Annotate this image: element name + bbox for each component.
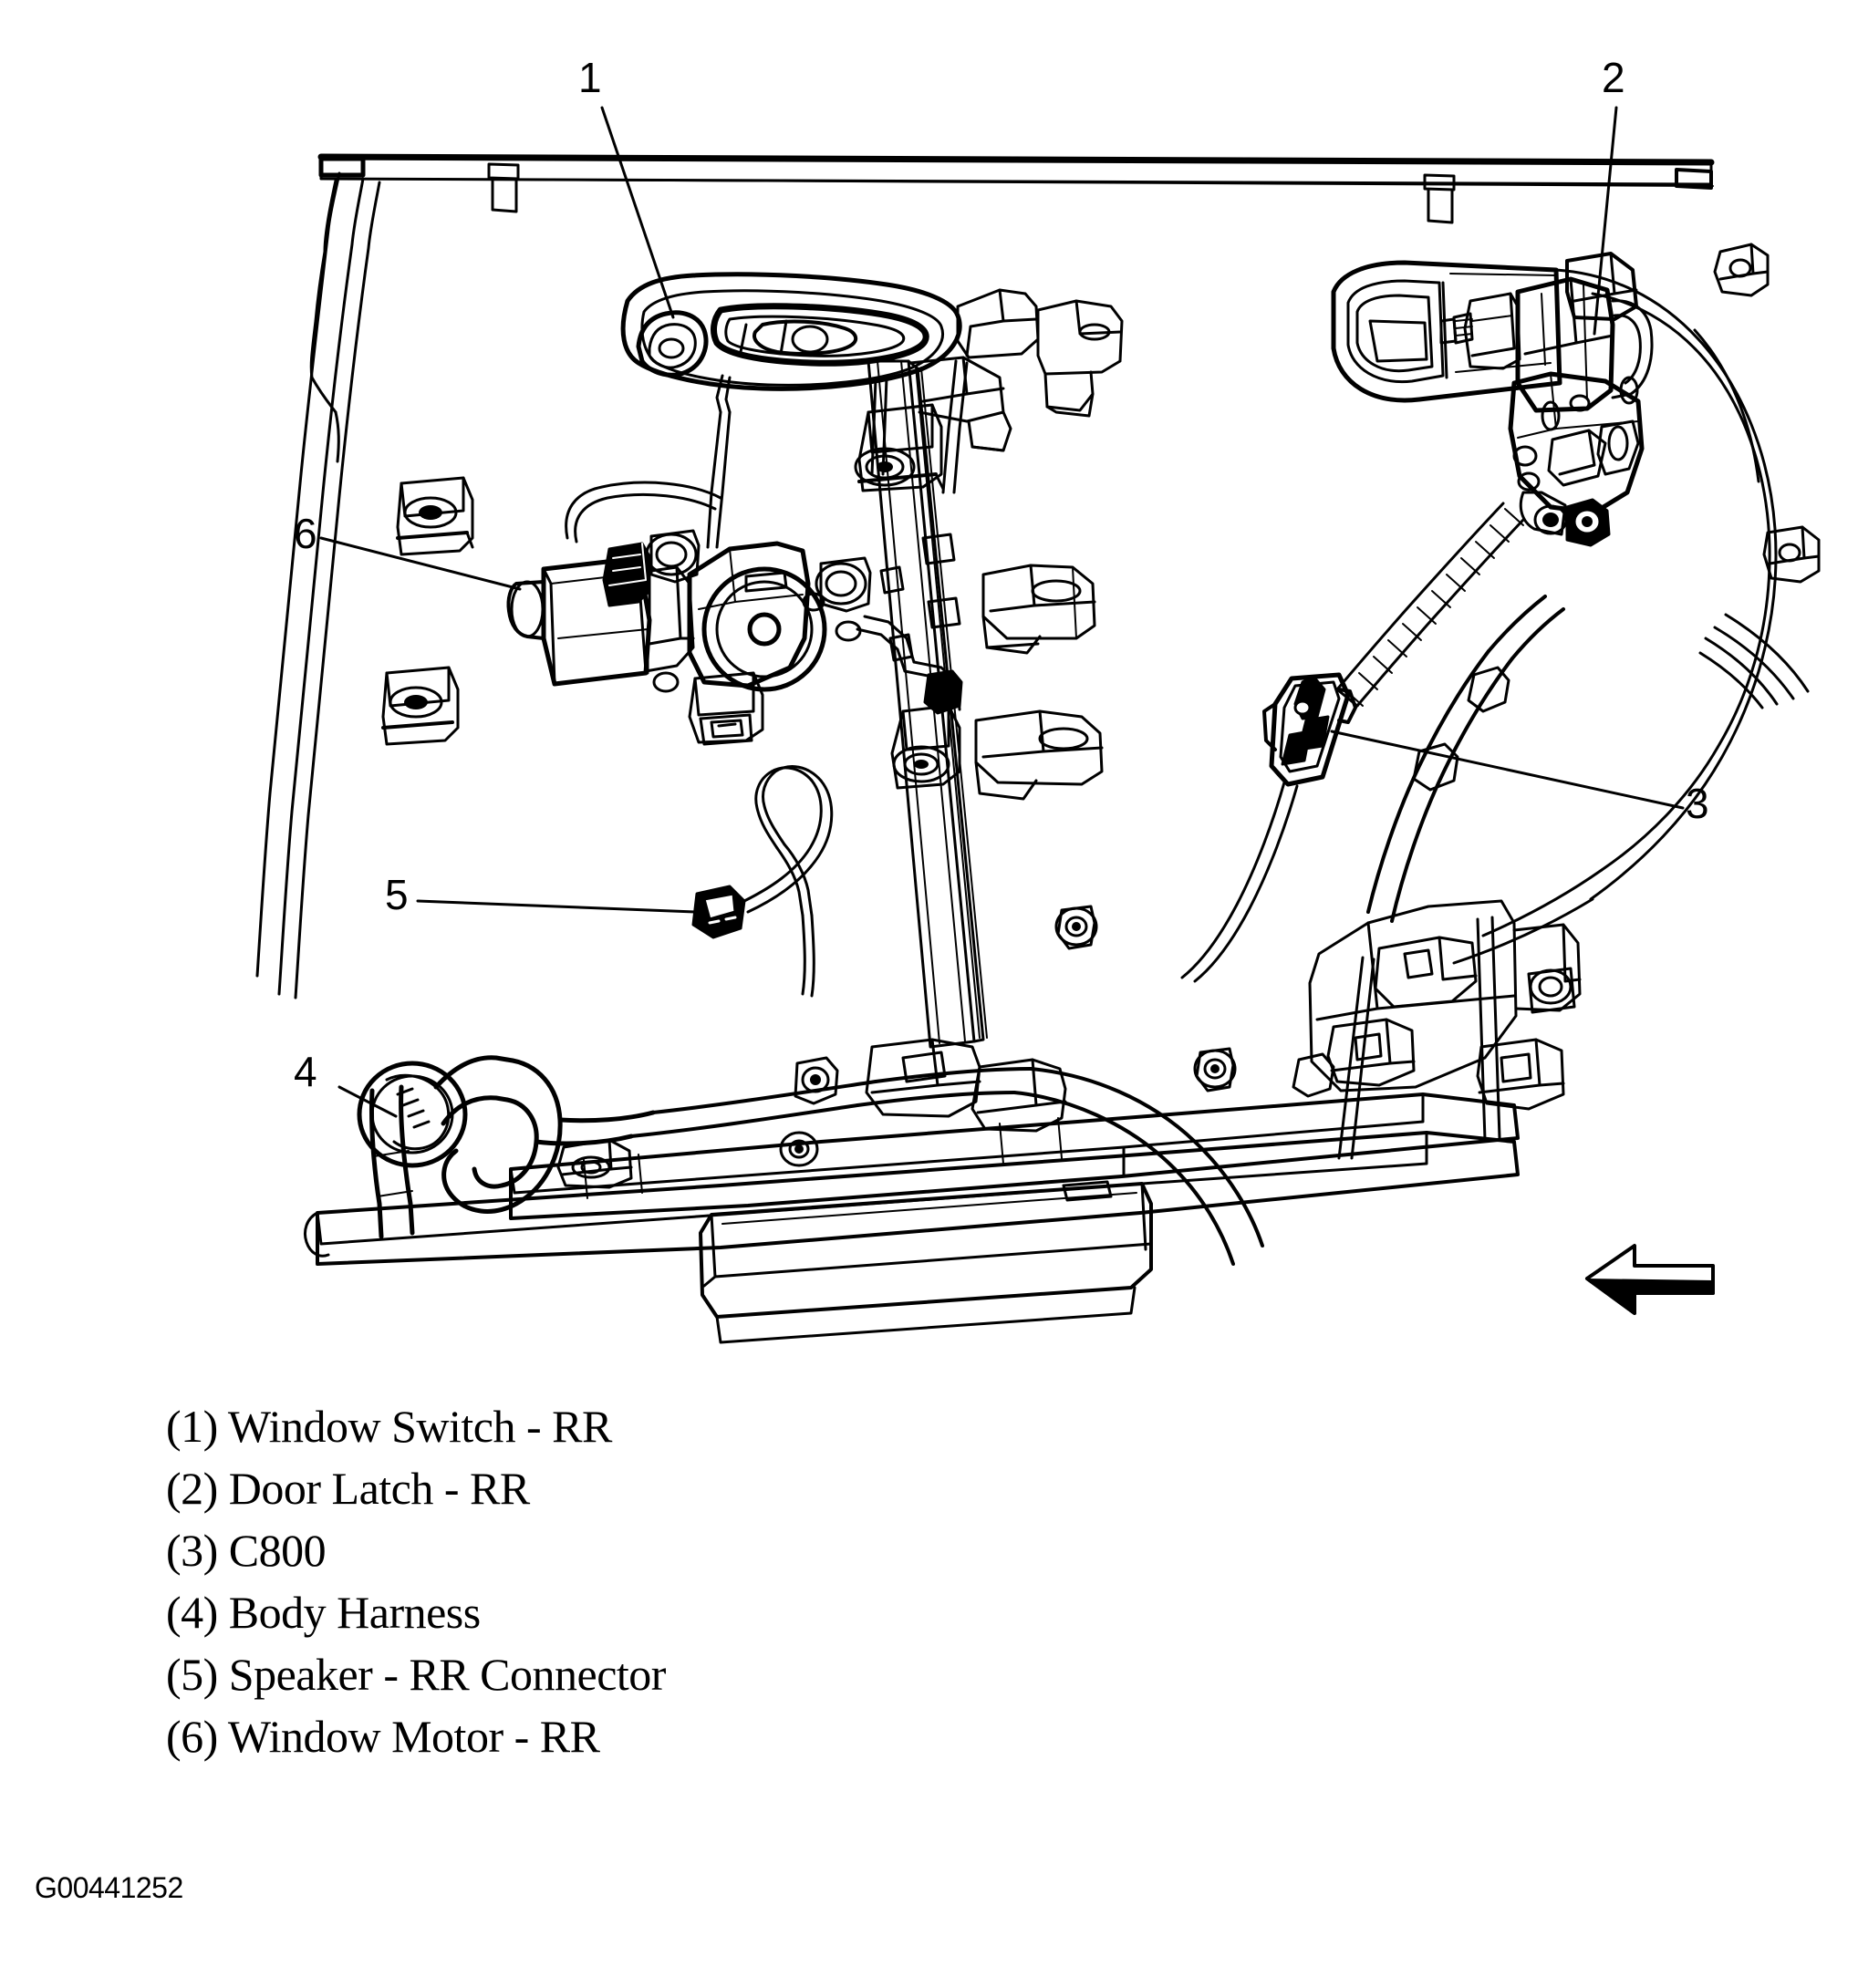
door-assembly-illustration (255, 106, 1821, 1344)
callout-number-3: 3 (1686, 780, 1709, 827)
leader-1 (600, 106, 675, 319)
panel-fasteners (779, 905, 1237, 1167)
legend-item-6: (6) Window Motor - RR (166, 1711, 600, 1762)
legend-item-3: (3) C800 (166, 1525, 327, 1576)
speaker-connector (691, 765, 834, 998)
callout-number-5: 5 (385, 871, 409, 918)
figure-id-code: G00441252 (35, 1871, 183, 1904)
frame-bracket-upper (396, 476, 474, 556)
callout-number-1: 1 (578, 54, 602, 101)
leader-2 (1593, 106, 1618, 336)
legend-item-2: (2) Door Latch - RR (166, 1463, 530, 1514)
callout-leader-lines (319, 106, 1685, 1118)
door-latch-assembly (1331, 252, 1654, 547)
callout-number-2: 2 (1602, 54, 1625, 101)
frame-bracket-lower (381, 666, 460, 746)
callout-number-6: 6 (294, 510, 317, 557)
inner-door-handle-assembly (620, 272, 1124, 549)
body-harness-grommet (357, 595, 1565, 1266)
legend-item-4: (4) Body Harness (166, 1587, 481, 1638)
wheel-arch-panel (1452, 243, 1821, 965)
view-direction-arrow (1585, 1244, 1715, 1315)
c800-connector (1180, 672, 1357, 983)
beltline-rail (317, 153, 1715, 224)
body-structure-lower (1308, 899, 1582, 1160)
callout-number-4: 4 (294, 1048, 317, 1095)
rocker-panel-sill (304, 1092, 1520, 1344)
leader-6 (319, 536, 522, 591)
door-lower-supports (865, 1038, 1067, 1133)
door-frame-channel (255, 171, 381, 999)
window-regulator-rail (854, 356, 1104, 1049)
legend-item-1: (1) Window Switch - RR (166, 1401, 612, 1452)
leader-5 (416, 899, 697, 914)
leader-4 (337, 1085, 398, 1118)
window-motor-assembly (506, 481, 963, 746)
legend-item-5: (5) Speaker - RR Connector (166, 1649, 666, 1700)
leader-3 (1330, 730, 1685, 810)
legend-list: (1) Window Switch - RR (2) Door Latch - … (166, 1395, 1261, 1767)
wire-conduit (1335, 502, 1525, 708)
